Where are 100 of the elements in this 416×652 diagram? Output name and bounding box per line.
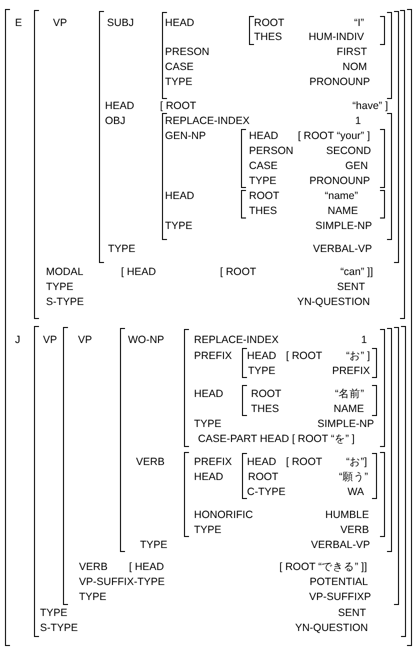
feature-value: PRONOUNP [309, 76, 370, 88]
feature-value: SENT [338, 608, 366, 618]
feature-value: NOM [342, 62, 367, 72]
feature-name: VERB [136, 456, 165, 468]
feature-name: TYPE [108, 244, 136, 254]
feature-value: HUMBLE [325, 510, 369, 520]
feature-name: ROOT [251, 388, 282, 400]
bracket-matrix [242, 348, 377, 378]
feature-name: C-TYPE [247, 486, 286, 498]
feature-value: VERBAL-VP [311, 540, 370, 550]
feature-name: MODAL [46, 266, 84, 278]
feature-value: [ ROOT “できる” ]] [279, 562, 367, 572]
feature-name: REPLACE-INDEX [194, 334, 279, 346]
feature-name: CASE [165, 62, 194, 72]
feature-name: TYPE [194, 418, 222, 430]
feature-name: TYPE [248, 366, 276, 376]
feature-name: HONORIFIC [194, 510, 253, 520]
feature-value: “お”] [346, 456, 367, 468]
bracket-matrix [5, 9, 412, 646]
feature-name: HEAD [194, 388, 224, 400]
feature-value: SIMPLE-NP [317, 418, 374, 430]
feature-name: VP [53, 18, 68, 28]
bracket-matrix [241, 129, 385, 188]
feature-name: CASE-PART HEAD [ ROOT “を” ] [198, 434, 355, 444]
feature-value: YN-QUESTION [295, 622, 368, 634]
feature-name: CASE [249, 160, 278, 172]
feature-value: [ ROOT [286, 350, 322, 362]
feature-value: “name” [324, 190, 358, 202]
bracket-matrix [34, 10, 405, 319]
feature-value: SIMPLE-NP [315, 220, 372, 232]
feature-value: POTENTIAL [310, 576, 368, 588]
feature-value: HUM-INDIV [308, 32, 364, 42]
feature-name: VP [78, 334, 92, 346]
bracket-matrix [242, 385, 377, 416]
bracket-matrix [162, 113, 392, 240]
feature-value: “I” [354, 18, 364, 28]
bracket-matrix [184, 452, 385, 537]
feature-name: HEAD [247, 456, 276, 468]
feature-name: TYPE [79, 592, 106, 602]
feature-name: TYPE [40, 608, 68, 618]
feature-name: GEN-NP [165, 130, 206, 142]
feature-value: VERBAL-VP [313, 244, 372, 254]
feature-value: [ HEAD [121, 266, 156, 278]
feature-name: ROOT [248, 472, 278, 482]
feature-name: VP [43, 334, 58, 346]
feature-value: “have” ] [352, 100, 388, 112]
bracket-matrix [162, 12, 392, 99]
feature-name: HEAD [165, 18, 194, 28]
feature-name: THES [251, 404, 280, 414]
feature-name: E [15, 18, 22, 28]
feature-value: NAME [328, 206, 358, 216]
feature-name: WO-NP [128, 334, 164, 346]
feature-value: [ ROOT [220, 266, 256, 278]
feature-name: HEAD [165, 190, 194, 202]
feature-value: [ ROOT “your” ] [298, 130, 370, 142]
bracket-matrix [99, 11, 399, 263]
feature-value: SECOND [326, 146, 371, 156]
feature-name: HEAD [105, 100, 134, 112]
feature-value: “願う” [339, 472, 368, 482]
feature-name: HEAD [194, 472, 224, 482]
feature-value: WA [347, 486, 364, 498]
feature-name: REPLACE-INDEX [165, 116, 250, 126]
feature-name: TYPE [140, 540, 168, 550]
feature-value: 1 [361, 334, 367, 346]
feature-name: TYPE [165, 76, 192, 88]
feature-name: OBJ [105, 116, 126, 126]
feature-name: PREFIX [194, 350, 232, 362]
feature-value: [ HEAD [129, 562, 164, 572]
feature-name: TYPE [165, 220, 192, 232]
feature-name: VERB [79, 562, 108, 572]
bracket-matrix [63, 327, 399, 605]
feature-name: ROOT [249, 190, 280, 202]
bracket-matrix [241, 190, 385, 218]
feature-name: PERSON [249, 146, 294, 156]
bracket-matrix [34, 326, 406, 637]
feature-name: ROOT [254, 18, 284, 28]
feature-name: SUBJ [107, 18, 134, 28]
feature-value: “お” ] [346, 350, 370, 362]
bracket-matrix [120, 328, 392, 552]
feature-name: TYPE [249, 176, 276, 186]
feature-value: VERB [340, 524, 369, 536]
feature-name: TYPE [194, 524, 222, 536]
feature-value: PRONOUNP [309, 176, 370, 186]
feature-value: YN-QUESTION [297, 296, 370, 308]
bracket-matrix [242, 453, 377, 499]
feature-value: NAME [334, 404, 364, 414]
feature-name: THES [249, 206, 278, 216]
feature-value: [ ROOT [286, 456, 322, 468]
feature-name: THES [254, 32, 282, 42]
feature-name: TYPE [46, 282, 74, 292]
feature-value: “名前” [335, 388, 364, 400]
bracket-matrix [249, 16, 385, 45]
feature-name: PRESON [165, 46, 210, 58]
feature-value: SENT [336, 282, 365, 292]
feature-name: VP-SUFFIX-TYPE [79, 576, 165, 588]
feature-value: VP-SUFFIXP [309, 592, 371, 602]
feature-value: 1 [355, 116, 361, 126]
feature-value: GEN [345, 160, 368, 172]
bracket-matrix [184, 329, 385, 447]
feature-name: S-TYPE [46, 296, 84, 308]
